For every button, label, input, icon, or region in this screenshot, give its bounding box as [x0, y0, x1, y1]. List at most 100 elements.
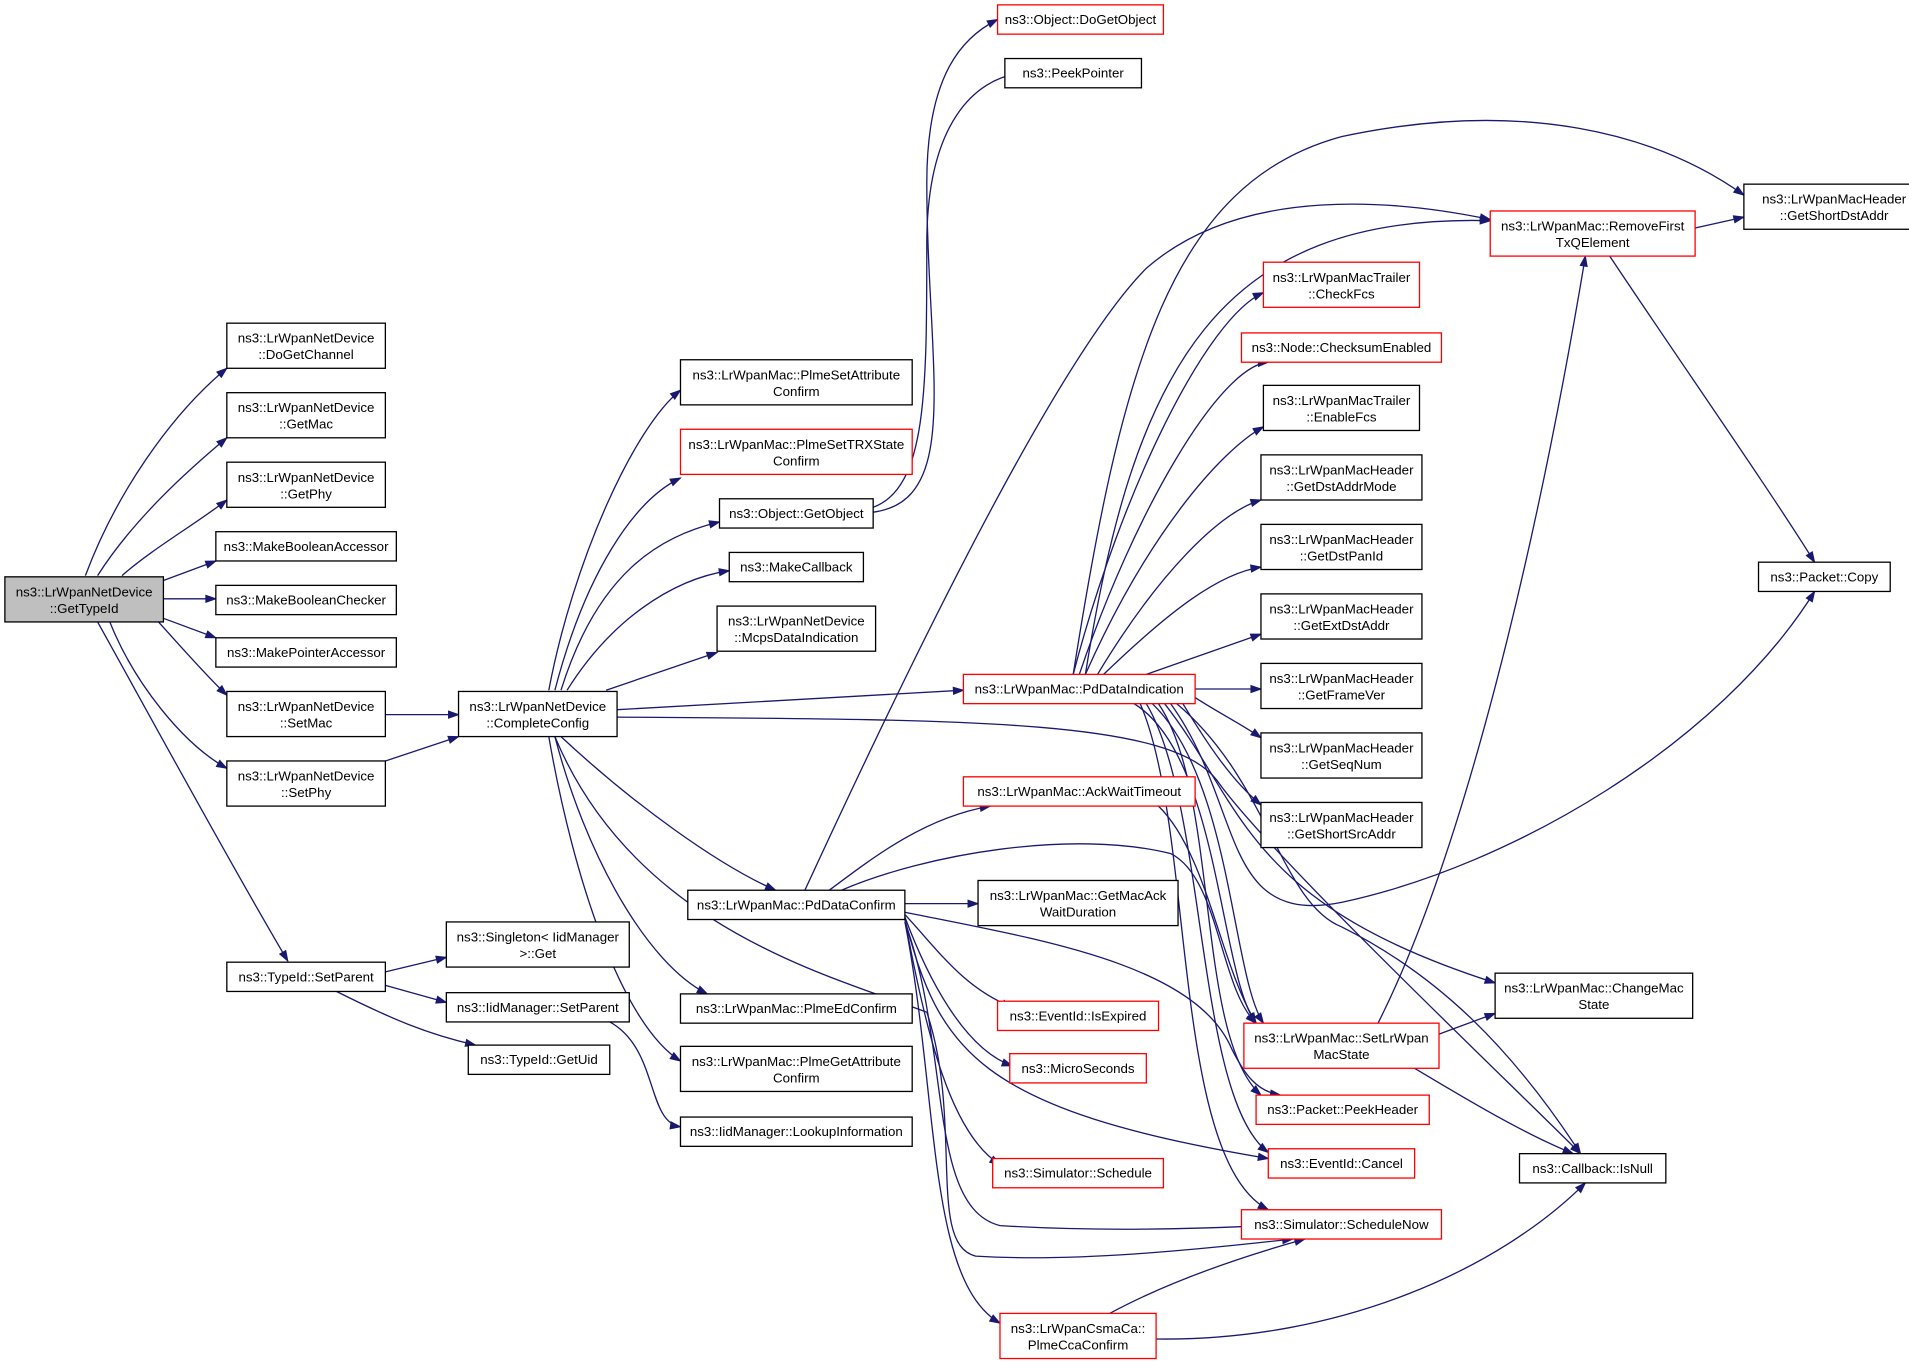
node-mcpsData[interactable]: ns3::LrWpanNetDevice::McpsDataIndication [716, 605, 877, 652]
node-box-getShortSrcAddr[interactable] [1260, 801, 1423, 849]
node-box-schedule[interactable] [992, 1157, 1165, 1189]
node-box-getMacAck[interactable] [977, 879, 1179, 927]
node-box-pdDataInd[interactable] [962, 673, 1196, 705]
node-box-doGetObject[interactable] [996, 4, 1165, 35]
node-schedule[interactable]: ns3::Simulator::Schedule [992, 1157, 1165, 1189]
node-box-isExpired[interactable] [996, 1000, 1160, 1032]
node-getShortDstAddr[interactable]: ns3::LrWpanMacHeader::GetShortDstAddr [1743, 183, 1909, 230]
node-singletonGet[interactable]: ns3::Singleton< IidManager>::Get [445, 921, 630, 968]
node-eventCancel[interactable]: ns3::EventId::Cancel [1267, 1148, 1416, 1179]
node-box-setPhy[interactable] [226, 760, 387, 807]
node-box-getSeqNum[interactable] [1260, 732, 1423, 779]
node-lookupInfo[interactable]: ns3::IidManager::LookupInformation [679, 1116, 913, 1147]
node-peekHeader[interactable]: ns3::Packet::PeekHeader [1255, 1094, 1430, 1126]
node-box-plmeSetTrx[interactable] [679, 428, 913, 476]
node-box-pdDataConfirm[interactable] [687, 889, 906, 921]
node-getExtDstAddr[interactable]: ns3::LrWpanMacHeader::GetExtDstAddr [1260, 593, 1423, 640]
node-getUid[interactable]: ns3::TypeId::GetUid [467, 1044, 611, 1076]
node-getDstAddrMode[interactable]: ns3::LrWpanMacHeader::GetDstAddrMode [1260, 454, 1423, 501]
node-box-makeBoolAcc[interactable] [215, 531, 397, 562]
node-isNull[interactable]: ns3::Callback::IsNull [1518, 1152, 1667, 1184]
node-packetCopy[interactable]: ns3::Packet::Copy [1757, 561, 1891, 593]
node-box-getDstPanId[interactable] [1260, 523, 1423, 571]
node-box-ackWait[interactable] [962, 776, 1196, 807]
node-box-enableFcs[interactable] [1262, 384, 1421, 432]
node-plmeEd[interactable]: ns3::LrWpanMac::PlmeEdConfirm [679, 993, 913, 1024]
node-box-plmeCca[interactable] [999, 1312, 1157, 1360]
node-box-isNull[interactable] [1518, 1152, 1667, 1184]
node-box-packetCopy[interactable] [1757, 561, 1891, 593]
node-getPhy[interactable]: ns3::LrWpanNetDevice::GetPhy [226, 461, 387, 508]
node-getObject[interactable]: ns3::Object::GetObject [718, 498, 874, 529]
node-peekPointer[interactable]: ns3::PeekPointer [1004, 57, 1143, 89]
node-scheduleNow[interactable]: ns3::Simulator::ScheduleNow [1240, 1209, 1443, 1240]
node-checkFcs[interactable]: ns3::LrWpanMacTrailer::CheckFcs [1262, 261, 1421, 308]
node-box-singletonGet[interactable] [445, 921, 630, 968]
node-box-plmeSetAttr[interactable] [679, 359, 913, 406]
node-box-getFrameVer[interactable] [1260, 662, 1423, 710]
node-box-getUid[interactable] [467, 1044, 611, 1076]
node-getSeqNum[interactable]: ns3::LrWpanMacHeader::GetSeqNum [1260, 732, 1423, 779]
node-ackWait[interactable]: ns3::LrWpanMac::AckWaitTimeout [962, 776, 1196, 807]
node-box-peekPointer[interactable] [1004, 57, 1143, 89]
node-box-setMac[interactable] [226, 690, 387, 738]
node-makePtrAcc[interactable]: ns3::MakePointerAccessor [215, 637, 397, 668]
node-checksumEnabled[interactable]: ns3::Node::ChecksumEnabled [1240, 332, 1443, 363]
node-box-makePtrAcc[interactable] [215, 637, 397, 668]
node-box-makeCallback[interactable] [728, 551, 865, 583]
node-box-iidSetParent[interactable] [445, 992, 630, 1023]
node-box-checksumEnabled[interactable] [1240, 332, 1443, 363]
node-box-root[interactable] [4, 576, 165, 623]
node-isExpired[interactable]: ns3::EventId::IsExpired [996, 1000, 1160, 1032]
node-pdDataInd[interactable]: ns3::LrWpanMac::PdDataIndication [962, 673, 1196, 705]
node-box-doGetChannel[interactable] [226, 322, 387, 369]
node-setPhy[interactable]: ns3::LrWpanNetDevice::SetPhy [226, 760, 387, 807]
node-root[interactable]: ns3::LrWpanNetDevice::GetTypeId [4, 576, 165, 623]
node-getMac[interactable]: ns3::LrWpanNetDevice::GetMac [226, 392, 387, 439]
node-makeCallback[interactable]: ns3::MakeCallback [728, 551, 865, 583]
node-makeBoolAcc[interactable]: ns3::MakeBooleanAccessor [215, 531, 397, 562]
node-makeBoolChk[interactable]: ns3::MakeBooleanChecker [215, 584, 397, 616]
node-box-getShortDstAddr[interactable] [1743, 183, 1909, 230]
node-microSeconds[interactable]: ns3::MicroSeconds [1009, 1052, 1147, 1084]
node-box-getDstAddrMode[interactable] [1260, 454, 1423, 501]
node-getFrameVer[interactable]: ns3::LrWpanMacHeader::GetFrameVer [1260, 662, 1423, 710]
node-setParent[interactable]: ns3::TypeId::SetParent [226, 961, 387, 993]
node-box-plmeGetAttr[interactable] [679, 1045, 913, 1093]
node-plmeCca[interactable]: ns3::LrWpanCsmaCa::PlmeCcaConfirm [999, 1312, 1157, 1360]
node-getDstPanId[interactable]: ns3::LrWpanMacHeader::GetDstPanId [1260, 523, 1423, 571]
node-doGetChannel[interactable]: ns3::LrWpanNetDevice::DoGetChannel [226, 322, 387, 369]
node-enableFcs[interactable]: ns3::LrWpanMacTrailer::EnableFcs [1262, 384, 1421, 432]
node-box-setLrWpanMacState[interactable] [1243, 1022, 1440, 1069]
node-box-changeMacState[interactable] [1494, 972, 1694, 1019]
node-doGetObject[interactable]: ns3::Object::DoGetObject [996, 4, 1165, 35]
node-getShortSrcAddr[interactable]: ns3::LrWpanMacHeader::GetShortSrcAddr [1260, 801, 1423, 849]
node-completeConfig[interactable]: ns3::LrWpanNetDevice::CompleteConfig [457, 690, 618, 738]
node-box-makeBoolChk[interactable] [215, 584, 397, 616]
node-box-completeConfig[interactable] [457, 690, 618, 738]
node-box-removeFirst[interactable] [1489, 210, 1696, 257]
node-box-peekHeader[interactable] [1255, 1094, 1430, 1126]
node-box-mcpsData[interactable] [716, 605, 877, 652]
node-box-getExtDstAddr[interactable] [1260, 593, 1423, 640]
node-box-setParent[interactable] [226, 961, 387, 993]
node-box-getObject[interactable] [718, 498, 874, 529]
node-pdDataConfirm[interactable]: ns3::LrWpanMac::PdDataConfirm [687, 889, 906, 921]
node-box-lookupInfo[interactable] [679, 1116, 913, 1147]
node-iidSetParent[interactable]: ns3::IidManager::SetParent [445, 992, 630, 1023]
node-box-scheduleNow[interactable] [1240, 1209, 1443, 1240]
node-box-eventCancel[interactable] [1267, 1148, 1416, 1179]
node-box-plmeEd[interactable] [679, 993, 913, 1024]
node-box-getPhy[interactable] [226, 461, 387, 508]
node-setMac[interactable]: ns3::LrWpanNetDevice::SetMac [226, 690, 387, 738]
node-box-checkFcs[interactable] [1262, 261, 1421, 308]
node-box-microSeconds[interactable] [1009, 1052, 1147, 1084]
node-box-getMac[interactable] [226, 392, 387, 439]
